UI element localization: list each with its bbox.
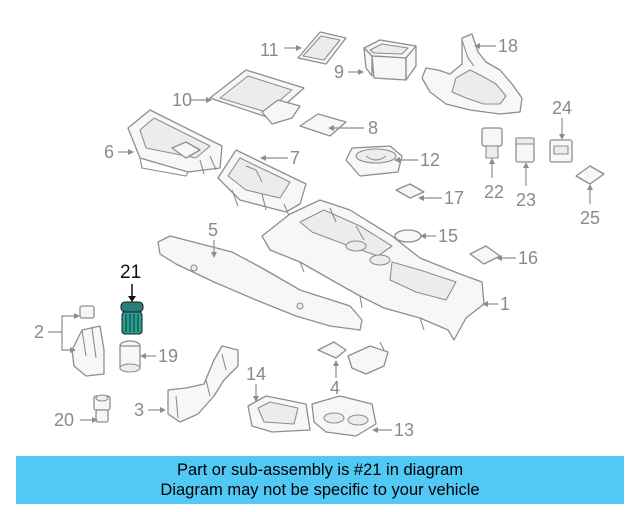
callout-15: 15 xyxy=(438,226,458,246)
callout-1: 1 xyxy=(500,294,510,314)
callout-13: 13 xyxy=(394,420,414,440)
callout-7: 7 xyxy=(290,148,300,168)
part-1-center-console xyxy=(261,199,485,341)
callout-9: 9 xyxy=(334,62,344,82)
part-15-disc xyxy=(394,229,422,243)
part-14-tray xyxy=(247,395,311,433)
part-11-pad xyxy=(297,31,347,65)
part-19-socket xyxy=(119,340,141,373)
part-18-shifter-trim xyxy=(421,33,523,115)
part-2-bracket xyxy=(71,305,105,377)
callout-20: 20 xyxy=(54,410,74,430)
part-22-switch xyxy=(481,127,503,159)
part-23-switch xyxy=(515,137,535,163)
part-8-mat xyxy=(299,113,347,137)
part-6-bezel xyxy=(127,109,223,177)
part-5-side-panel xyxy=(157,235,363,331)
callout-23: 23 xyxy=(516,190,536,210)
banner-line-1: Part or sub-assembly is #21 in diagram xyxy=(176,461,464,479)
part-20-socket-cover xyxy=(93,394,111,423)
part-7-bracket xyxy=(217,149,307,219)
callout-18: 18 xyxy=(498,36,518,56)
part-21-highlighted-part[interactable] xyxy=(120,301,144,335)
callout-22: 22 xyxy=(484,182,504,202)
callout-19: 19 xyxy=(158,346,178,366)
part-12-cup-holder-insert xyxy=(345,145,403,177)
callout-14: 14 xyxy=(246,364,266,384)
leader-lines xyxy=(48,43,593,433)
banner-line-2: Diagram may not be specific to your vehi… xyxy=(160,481,480,499)
part-4-bracket xyxy=(317,341,389,375)
callout-16: 16 xyxy=(518,248,538,268)
part-9-storage-bin xyxy=(363,39,417,81)
callout-5: 5 xyxy=(208,220,218,240)
callout-8: 8 xyxy=(368,118,378,138)
info-banner: Part or sub-assembly is #21 in diagram D… xyxy=(16,456,624,504)
callout-17: 17 xyxy=(444,188,464,208)
callout-2: 2 xyxy=(34,322,44,342)
callout-4: 4 xyxy=(330,378,340,398)
parts-diagram: 11 9 18 10 8 6 7 12 17 15 16 1 5 21 22 2… xyxy=(34,31,605,440)
part-25-switch xyxy=(575,165,605,185)
part-24-switch xyxy=(549,139,573,163)
callout-10: 10 xyxy=(172,90,192,110)
callout-25: 25 xyxy=(580,208,600,228)
part-17-clip xyxy=(395,183,425,199)
part-3-support-bracket xyxy=(167,345,239,423)
callout-6: 6 xyxy=(104,142,114,162)
callout-21: 21 xyxy=(120,262,141,283)
callout-3: 3 xyxy=(134,400,144,420)
callout-24: 24 xyxy=(552,98,572,118)
part-13-cup-holder xyxy=(311,395,377,437)
callout-11: 11 xyxy=(260,40,279,60)
arrow-21-head xyxy=(128,296,136,302)
part-16-pad xyxy=(469,245,501,265)
part-10-tray-frame xyxy=(209,69,305,125)
callout-12: 12 xyxy=(420,150,440,170)
